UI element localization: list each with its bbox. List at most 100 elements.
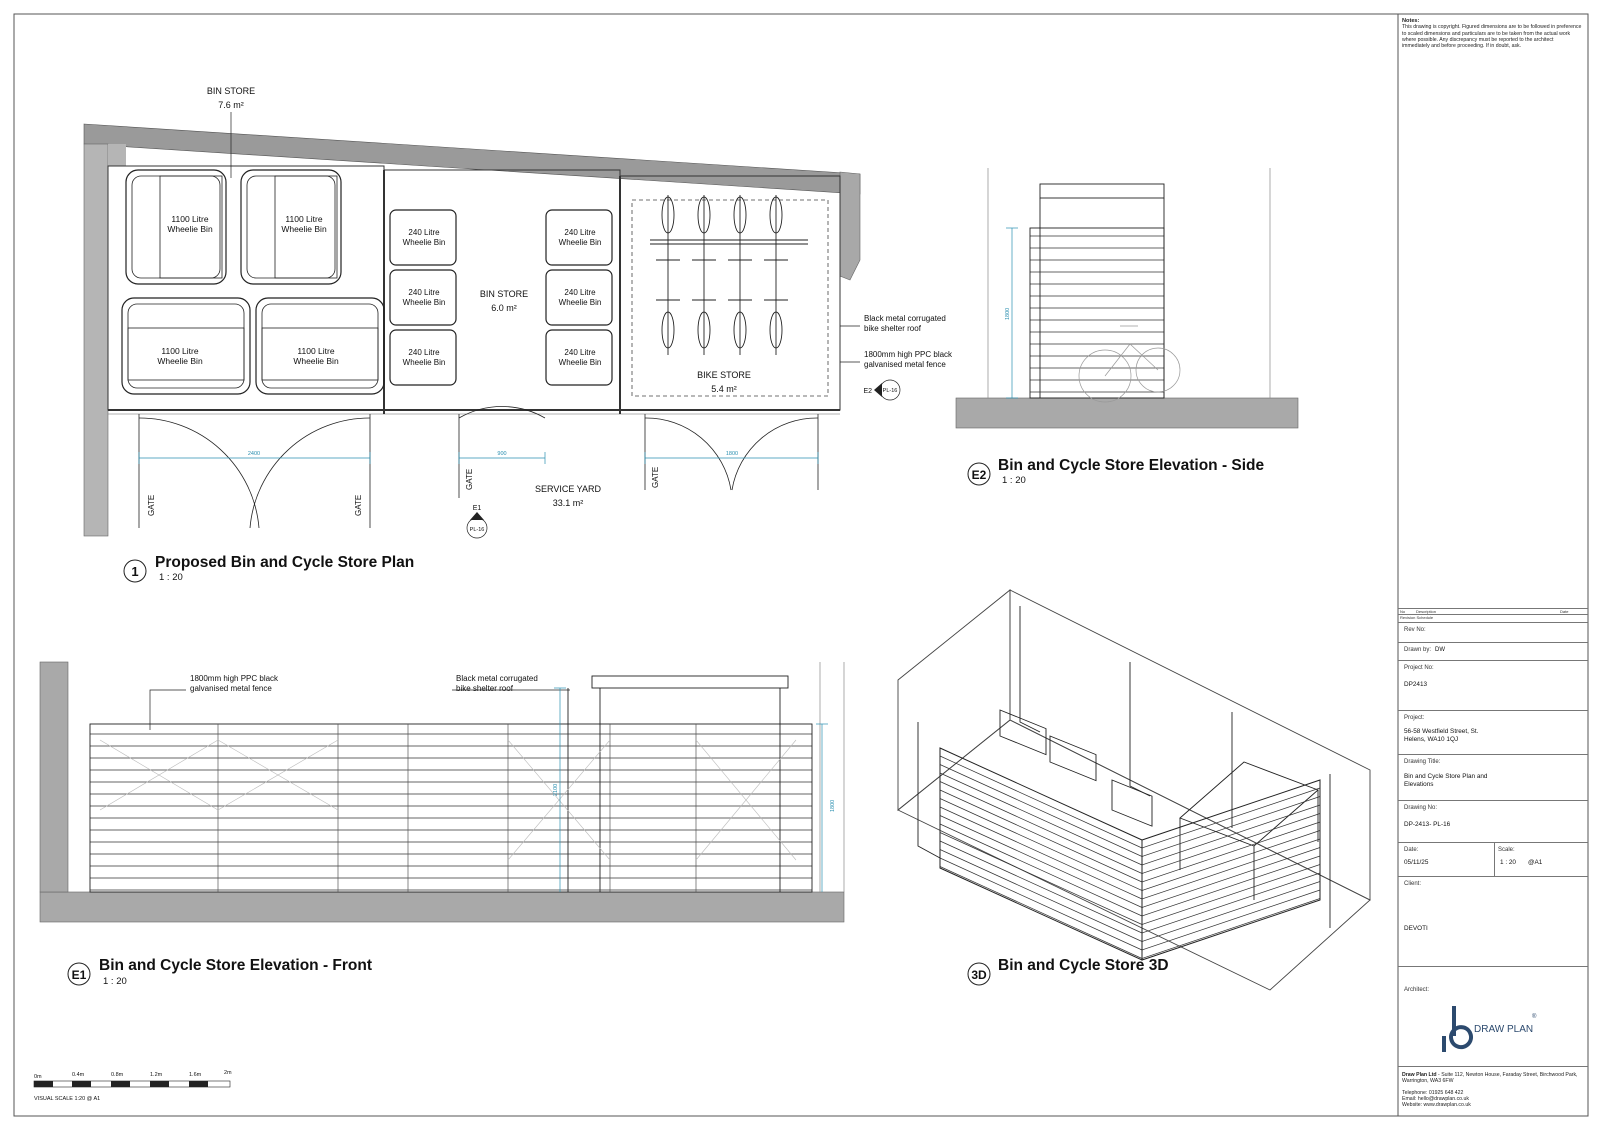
firm-website: Website: www.drawplan.co.uk	[1402, 1102, 1471, 1108]
bin-store-top-label: BIN STORE	[207, 86, 255, 96]
plan-dimensions	[138, 452, 819, 464]
scale-value: 1 : 20	[1500, 859, 1516, 866]
revision-schedule: Revision Schedule	[1398, 614, 1588, 622]
front-fence-note: 1800mm high PPC black	[190, 674, 279, 683]
bin-store-mid-label: BIN STORE	[480, 289, 528, 299]
left-wall	[39, 661, 69, 893]
scale-tick: 1.6m	[189, 1072, 202, 1078]
scale-bar: 0m 0.4m 0.8m 1.2m 1.6m 2m VISUAL SCALE 1…	[33, 1070, 232, 1102]
scale-caption: VISUAL SCALE 1:20 @ A1	[34, 1096, 100, 1102]
bins-240	[389, 209, 613, 386]
bin-1100-3	[121, 297, 251, 395]
svg-text:PL-16: PL-16	[883, 388, 898, 394]
plan-right-wall	[839, 171, 861, 281]
side-tag: E2	[972, 468, 987, 482]
hidden-bins	[99, 739, 797, 861]
project-no-row: Project No: DP2413	[1398, 660, 1588, 711]
bike-icon	[692, 195, 716, 355]
bin-240-label: Wheelie Bin	[559, 238, 602, 247]
project-no-label: Project No:	[1404, 665, 1434, 671]
front-dim-2100: 2100	[553, 784, 559, 796]
drawing-no-label: Drawing No:	[1404, 805, 1438, 811]
section-marker-e1: E1 PL-16	[466, 505, 488, 539]
project-line-1: 56-58 Westfield Street, St.	[1404, 728, 1479, 735]
notes-text: This drawing is copyright. Figured dimen…	[1402, 24, 1582, 50]
bin-240-label: 240 Litre	[564, 228, 596, 237]
rev-no-label: Rev No:	[1404, 627, 1426, 633]
bin-1100-label: Wheelie Bin	[281, 224, 327, 234]
bin-store-top-area: 7.6 m²	[218, 100, 244, 110]
view-tag-badge	[967, 962, 991, 986]
front-roof-note: Black metal corrugated	[456, 674, 538, 683]
bin-240-label: 240 Litre	[408, 228, 440, 237]
bin-1100-1	[125, 169, 227, 285]
gate-label: GATE	[147, 495, 156, 516]
firm-divider	[1398, 1066, 1588, 1067]
front-dim-1800: 1800	[830, 800, 836, 812]
bike-racks	[650, 195, 808, 355]
side-title: Bin and Cycle Store Elevation - Side	[998, 457, 1265, 474]
bin-1100-4	[255, 297, 385, 395]
plan-fence-note: galvanised metal fence	[864, 360, 946, 369]
rev-col-no: No	[1400, 609, 1406, 614]
bin-240-label: Wheelie Bin	[403, 238, 446, 247]
plan-left-wall	[83, 143, 109, 537]
scale-tick: 0.8m	[111, 1072, 124, 1078]
project-row: Project: 56-58 Westfield Street, St. Hel…	[1398, 710, 1588, 755]
scale-tick: 0m	[34, 1074, 42, 1080]
client-row: Client: DEVOTI	[1398, 876, 1588, 967]
logo-text: DRAW PLAN	[1474, 1024, 1534, 1035]
rev-no-row: Rev No:	[1398, 622, 1588, 643]
architect-row: Architect:	[1398, 966, 1588, 1067]
bin-1100-2	[240, 169, 342, 285]
project-label: Project:	[1404, 715, 1425, 721]
svg-text:E2: E2	[863, 388, 872, 395]
bin-240-label: Wheelie Bin	[403, 298, 446, 307]
sheet-border	[13, 13, 1589, 1117]
section-marker-e2: E2 PL-16	[863, 379, 901, 401]
bin-store-large-outline	[107, 165, 385, 411]
date-label: Date:	[1404, 847, 1419, 853]
bin-240-label: 240 Litre	[564, 288, 596, 297]
scale-tick: 0.4m	[72, 1072, 85, 1078]
rev-schedule-label: Revision Schedule	[1400, 615, 1434, 620]
notes-heading: Notes:	[1402, 18, 1420, 24]
drawing-title-label: Drawing Title:	[1404, 759, 1441, 765]
gate-label: GATE	[651, 467, 660, 488]
side-scale: 1 : 20	[1002, 475, 1026, 486]
bin-240-label: 240 Litre	[564, 348, 596, 357]
scale-tick: 1.2m	[150, 1072, 163, 1078]
drawing-title-line-2: Elevations	[1404, 781, 1434, 788]
plan-title: Proposed Bin and Cycle Store Plan	[155, 554, 414, 571]
plan-roof-note: bike shelter roof	[864, 324, 922, 333]
side-fence-slats	[1030, 235, 1164, 393]
scale-tick: 2m	[224, 1070, 232, 1076]
plan-fence-note: 1800mm high PPC black	[864, 350, 953, 359]
front-notes-leaders	[149, 689, 570, 730]
rev-col-date: Date	[1560, 609, 1569, 614]
revision-header: No Description Date	[1398, 608, 1588, 615]
view-tag-badge	[967, 462, 991, 486]
ground	[955, 397, 1299, 429]
bin-1100-label: 1100 Litre	[171, 214, 208, 224]
dim-900: 900	[497, 451, 506, 457]
plan-scale: 1 : 20	[159, 572, 183, 583]
firm-address: - Suite 112, Newton House, Faraday Stree…	[1402, 1072, 1578, 1084]
firm-email: Email: hello@drawplan.co.uk	[1402, 1096, 1469, 1102]
front-tag: E1	[72, 968, 87, 982]
drawn-by-row: Drawn by:DW	[1398, 642, 1588, 661]
project-no-value: DP2413	[1404, 681, 1428, 688]
service-yard-label: SERVICE YARD	[535, 484, 602, 494]
drawn-by-value: DW	[1435, 647, 1446, 653]
